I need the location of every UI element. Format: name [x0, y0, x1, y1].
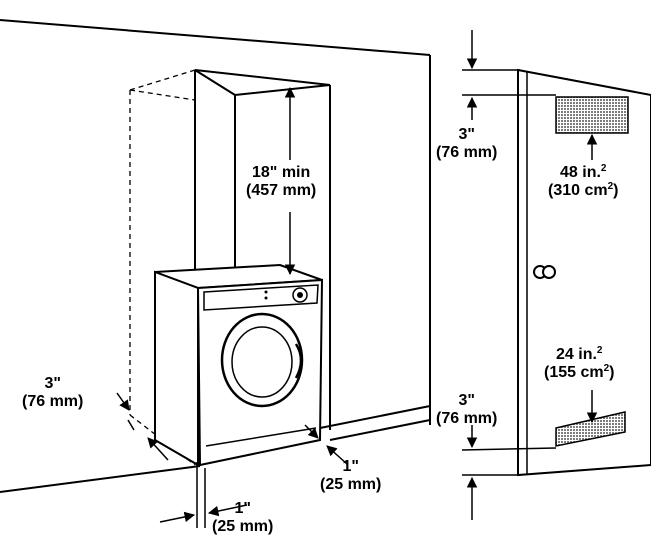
dim-left-side [116, 392, 169, 461]
label-door-bottom-gap: 3" (76 mm) [436, 392, 498, 427]
label-vent-bottom-area: 24 in.2 (155 cm2) [544, 345, 615, 382]
label-left-side-clearance: 3" (76 mm) [22, 375, 84, 410]
label-door-top-gap: 3" (76 mm) [436, 126, 498, 161]
washer-door-inner [231, 326, 293, 398]
closet-niche [194, 69, 331, 430]
washer-control-panel [203, 284, 319, 311]
back-wall-top-edge [0, 19, 431, 56]
room-walls [0, 19, 431, 493]
label-top-clearance: 18" min (457 mm) [244, 164, 319, 200]
label-vent-top-area: 48 in.2 (310 cm2) [548, 163, 619, 200]
label-rear-left-clearance: 1" (25 mm) [212, 500, 274, 535]
floor-back-edge [299, 405, 431, 433]
washer-door-handle [294, 343, 303, 379]
dim-rear-clearances [159, 424, 348, 528]
door-face [517, 68, 651, 477]
closet-door [517, 68, 651, 477]
floor-front-right-edge [329, 419, 431, 441]
floor-front-edge [0, 465, 201, 493]
washing-machine [154, 263, 324, 467]
vent-bottom-grille [555, 411, 626, 447]
washer-toe-kick [205, 427, 317, 447]
dim-door-gaps [461, 30, 598, 520]
vent-top-grille [555, 96, 629, 134]
washer-side [154, 270, 199, 467]
label-rear-right-clearance: 1" (25 mm) [320, 458, 382, 493]
